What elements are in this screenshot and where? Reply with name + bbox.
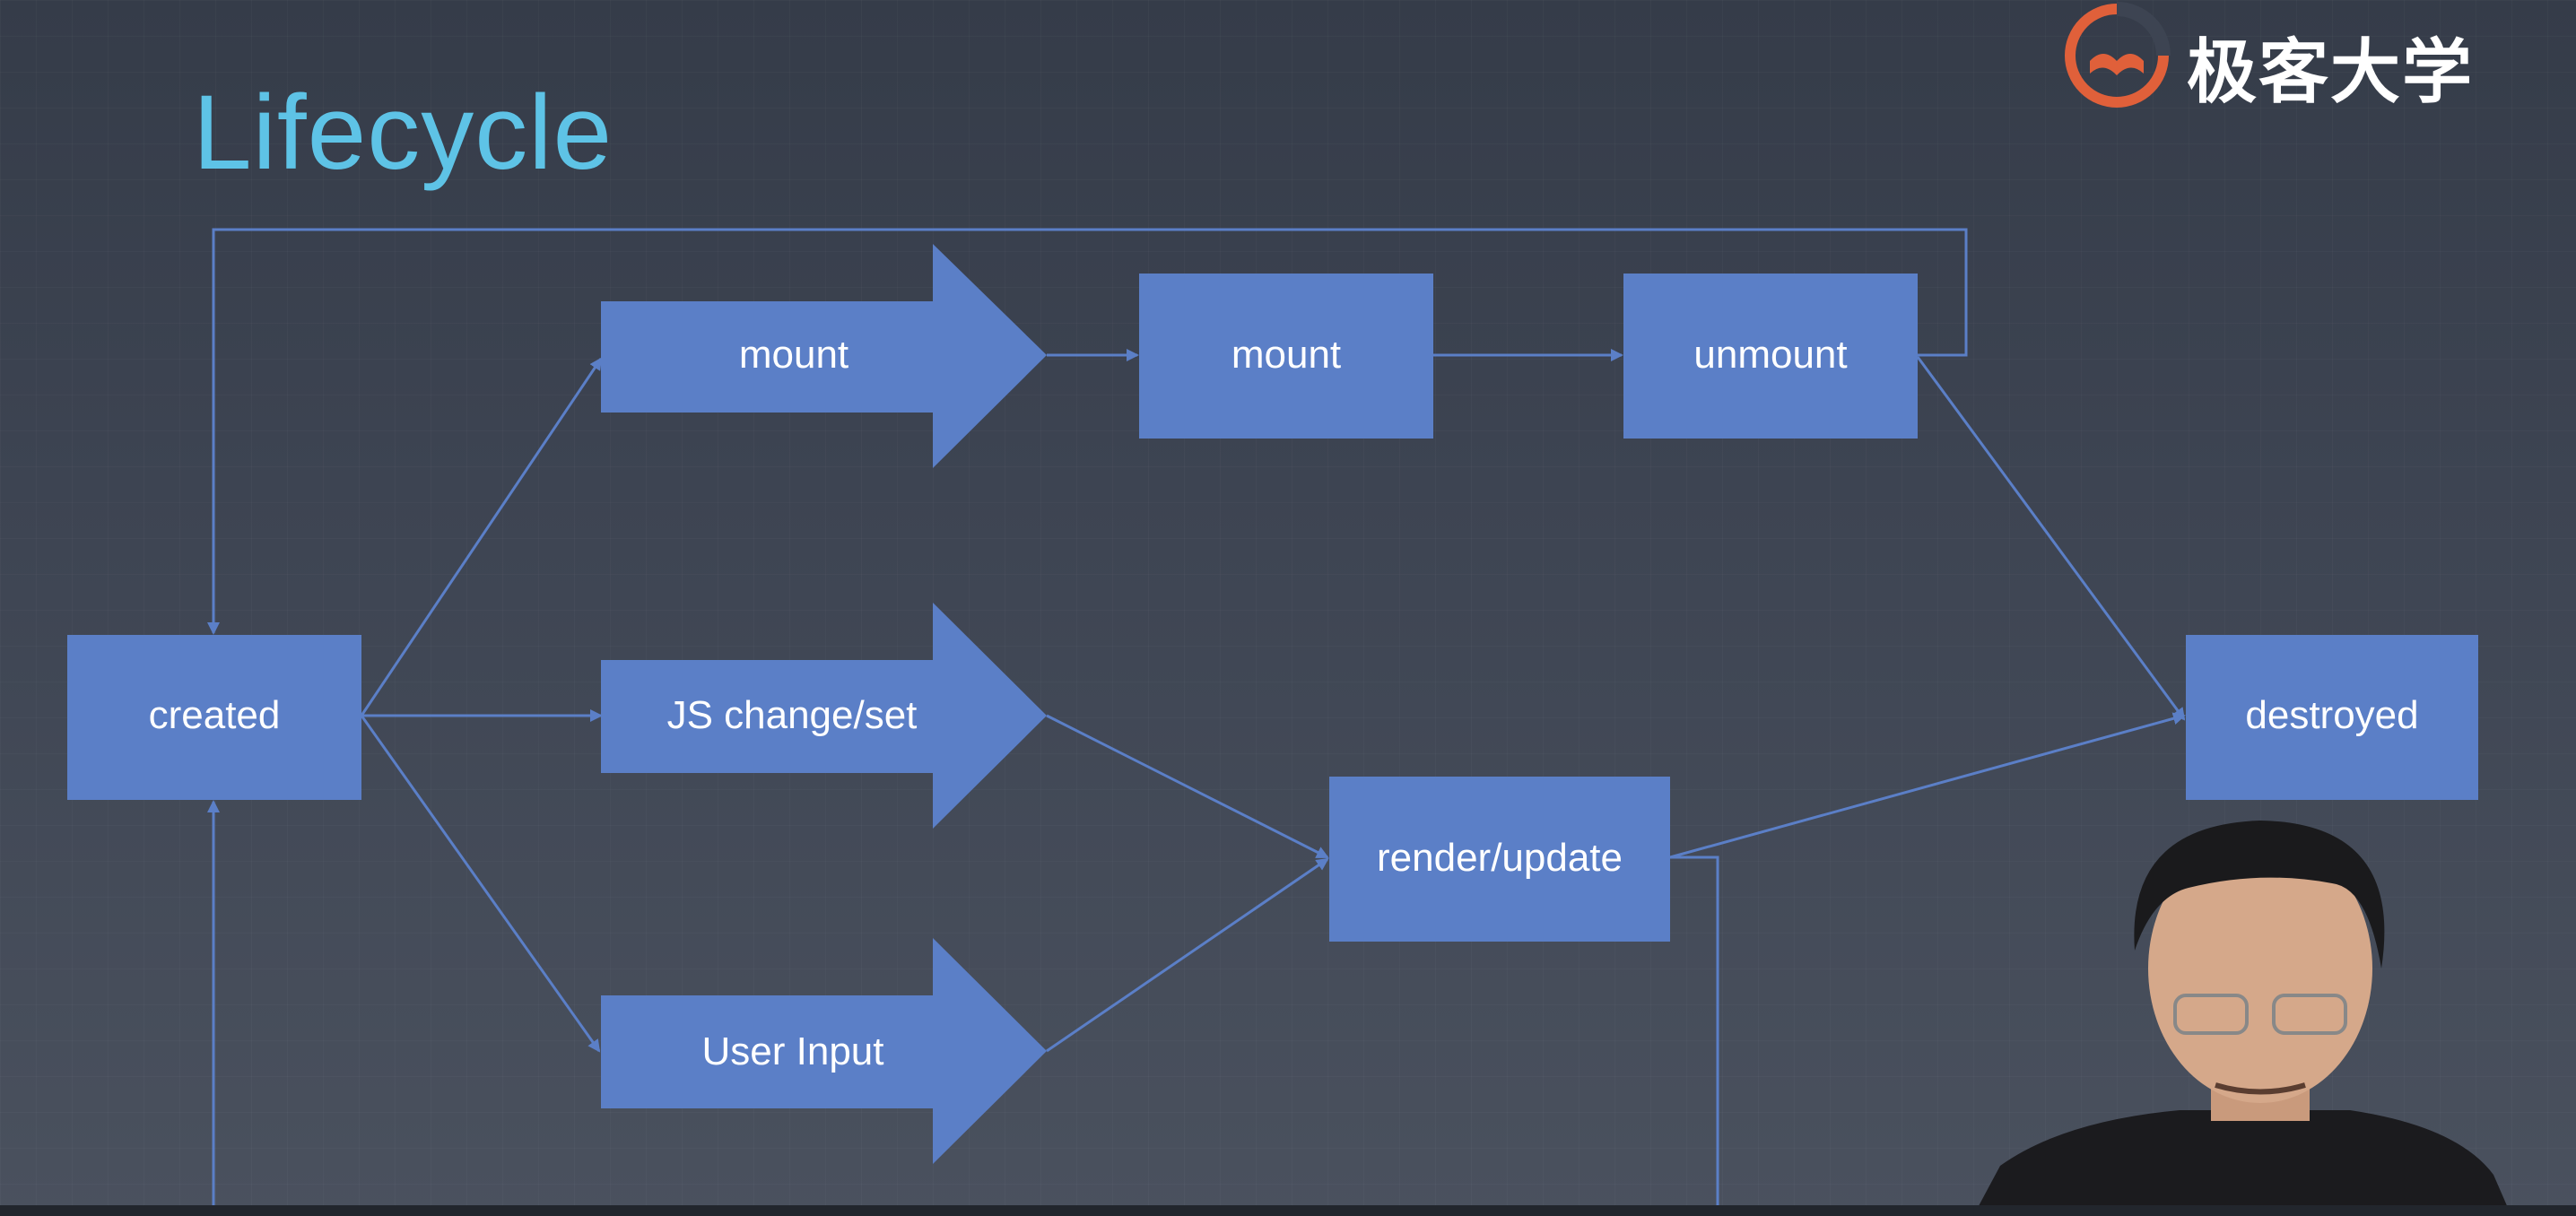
connector-user-input-to-render <box>1046 857 1329 1053</box>
node-js-change-arrow <box>601 603 1047 829</box>
connector-created-to-mount <box>360 357 603 717</box>
label-unmount: unmount <box>1693 333 1847 377</box>
node-destroyed <box>2186 635 2478 800</box>
label-user-input: User Input <box>702 1029 884 1073</box>
node-user-input-arrow <box>601 938 1047 1164</box>
node-mount-box <box>1139 274 1433 439</box>
node-created <box>67 635 361 800</box>
label-mount-box: mount <box>1231 333 1341 377</box>
connector-unmount-to-destroyed <box>1916 356 2186 721</box>
logo-text: 极客大学 <box>2187 32 2475 113</box>
label-mount-arrow: mount <box>739 333 849 377</box>
label-render-update: render/update <box>1377 836 1623 880</box>
connector-js-change-to-render <box>1046 714 1329 859</box>
connector-render-down <box>1670 856 1719 1216</box>
node-unmount <box>1623 274 1918 439</box>
node-mount-arrow <box>601 244 1047 468</box>
connector-render-to-destroyed <box>1669 712 2186 859</box>
label-destroyed: destroyed <box>2245 693 2418 737</box>
slide-title: Lifecycle <box>193 74 614 192</box>
presenter-video <box>1973 821 2511 1216</box>
label-created: created <box>149 693 281 737</box>
node-render-update <box>1329 777 1670 942</box>
connector-unmount-loop-to-created <box>207 228 1968 635</box>
label-js-change: JS change/set <box>667 693 918 737</box>
connector-created-to-user-input <box>360 715 601 1053</box>
geekbang-logo-icon <box>2065 2 2171 108</box>
video-bottom-bar <box>0 1205 2576 1216</box>
